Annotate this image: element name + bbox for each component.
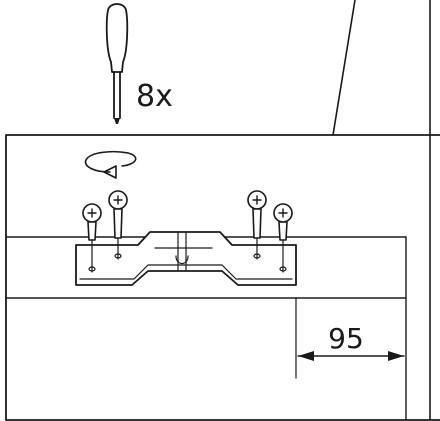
dimension-label: 95 — [328, 322, 364, 355]
screwdriver-icon — [105, 3, 129, 124]
phillips-screw-icon — [108, 190, 128, 260]
rotate-clockwise-icon — [84, 150, 137, 179]
phillips-screw-icon — [247, 190, 267, 260]
phillips-screw-icon — [82, 203, 102, 273]
background-panel — [332, 0, 431, 136]
screw-count-label: 8x — [136, 79, 173, 114]
dimension-line — [297, 351, 405, 361]
phillips-screw-icon — [273, 203, 293, 273]
cabinet-panel — [5, 134, 440, 421]
hinge-mounting-plate — [75, 231, 297, 286]
